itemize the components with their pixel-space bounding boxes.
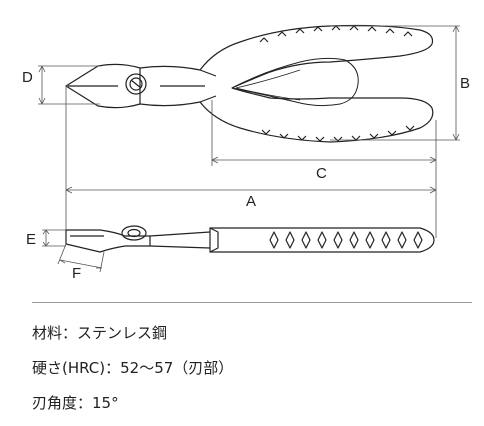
side-grip-diamonds — [269, 231, 423, 249]
side-jaw — [65, 229, 151, 253]
dim-f-line — [57, 243, 105, 273]
dim-d-line — [38, 65, 100, 105]
spec-material: 材料：ステンレス鋼 — [32, 324, 168, 342]
dim-label-a: A — [246, 193, 257, 210]
dim-a-line — [65, 86, 437, 238]
pivot-screw — [125, 73, 147, 95]
spec-hardness: 硬さ(HRC)：52〜57（刃部） — [32, 359, 234, 377]
upper-grip-teeth — [259, 25, 413, 43]
lower-grip-teeth — [261, 125, 415, 142]
spring-loop — [231, 57, 359, 107]
divider-line — [32, 302, 472, 303]
pliers-drawing — [38, 24, 460, 273]
dim-c-line — [211, 100, 437, 166]
neck-outline — [139, 65, 217, 107]
dim-label-c: C — [316, 165, 327, 182]
dim-label-e: E — [26, 231, 37, 248]
dim-label-d: D — [22, 69, 33, 86]
upper-handle — [199, 24, 434, 89]
dim-label-b: B — [460, 75, 471, 92]
spec-blade-angle: 刃角度：15° — [32, 394, 119, 412]
lower-handle — [199, 87, 434, 143]
side-handle — [209, 227, 435, 253]
dim-label-f: F — [72, 265, 82, 282]
dim-b-line — [330, 25, 460, 141]
side-pivot — [121, 225, 147, 241]
jaw-outline — [65, 63, 141, 109]
dim-e-line — [42, 229, 66, 247]
